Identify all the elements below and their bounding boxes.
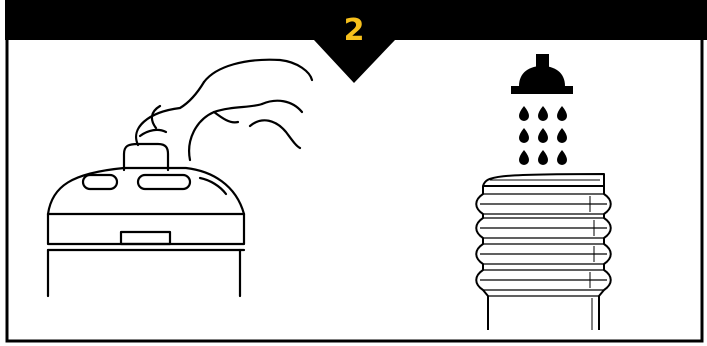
collapsible-bottle [475, 173, 612, 330]
vent-slot-left [81, 173, 119, 191]
shower-rinsing-collapsible-bottle-icon [475, 54, 612, 330]
shower-head-icon [511, 54, 573, 94]
hand-index-finger [135, 80, 206, 147]
hand-ring-finger [248, 119, 302, 150]
hand-knuckle [212, 110, 240, 124]
hand-pressing-lid-button-icon [46, 58, 314, 298]
header-band [5, 0, 707, 83]
hand-fingernail [138, 128, 168, 138]
lid-band-window [119, 230, 172, 246]
hand-thumb [150, 104, 162, 130]
hand-back [202, 58, 314, 84]
lid-side-tab [198, 176, 228, 196]
step-number: 2 [344, 13, 365, 48]
lid-button [122, 142, 170, 172]
water-drops [519, 106, 567, 165]
vent-slot-right [136, 173, 192, 191]
hand-pinky [260, 99, 304, 114]
